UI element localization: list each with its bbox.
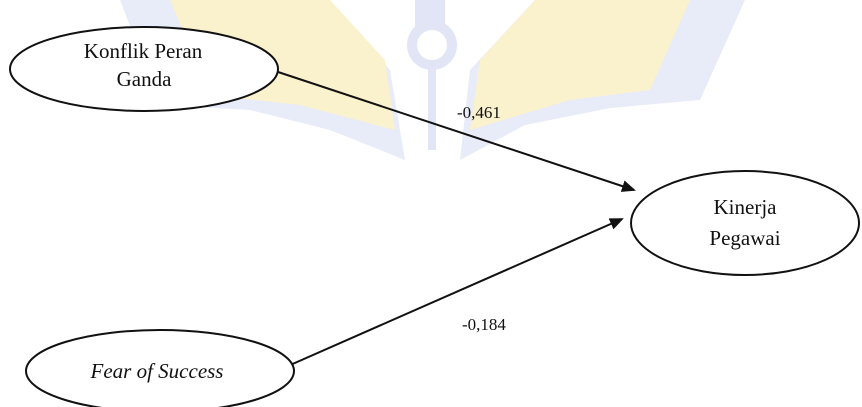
ellipse-fear — [25, 329, 295, 407]
ellipse-konflik — [9, 26, 279, 112]
arrow-fear-kinerja — [287, 218, 624, 367]
kinerja-label-line2: Pegawai — [709, 226, 780, 250]
coefficient-konflik: -0,461 — [457, 103, 501, 122]
fear-label: Fear of Success — [90, 359, 224, 383]
konflik-label-line2: Ganda — [117, 67, 172, 91]
node-fear-of-success: Fear of Success — [25, 329, 295, 407]
watermark-logo — [120, 0, 745, 160]
node-konflik-peran-ganda: Konflik Peran Ganda — [9, 26, 279, 112]
konflik-label-line1: Konflik Peran — [84, 39, 203, 63]
node-kinerja-pegawai: Kinerja Pegawai — [630, 170, 860, 276]
kinerja-label-line1: Kinerja — [714, 195, 778, 219]
ellipse-kinerja — [630, 170, 860, 276]
arrow-konflik-kinerja — [271, 69, 636, 192]
edge-konflik-to-kinerja — [271, 69, 636, 192]
coefficient-fear: -0,184 — [462, 315, 506, 334]
edge-fear-to-kinerja — [287, 218, 624, 367]
